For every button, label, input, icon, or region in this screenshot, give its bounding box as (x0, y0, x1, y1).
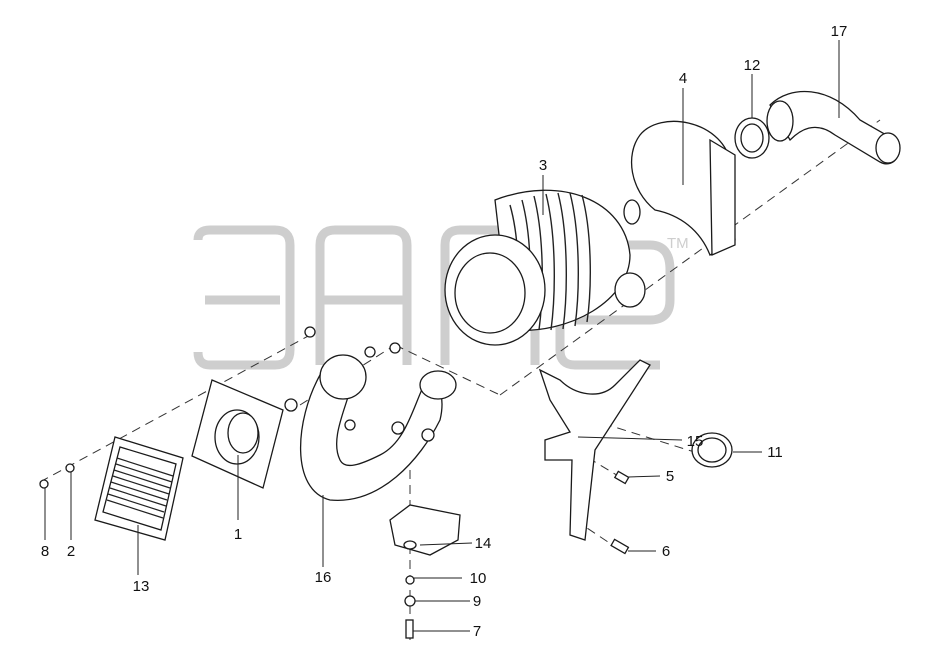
callout-7: 7 (473, 623, 481, 640)
callout-10: 10 (470, 570, 487, 587)
leader-lines (44, 40, 840, 632)
callout-1: 1 (234, 526, 242, 543)
callout-labels: 1 2 3 4 5 6 7 8 9 10 11 12 13 14 15 16 1… (41, 23, 848, 640)
fasteners (39, 326, 630, 639)
part-1-flange-plate (191, 379, 284, 489)
part-16-hose (299, 354, 457, 501)
part-17-elbow-pipe (766, 90, 901, 165)
callout-17: 17 (831, 23, 848, 40)
part-3-air-filter (444, 189, 646, 346)
callout-12: 12 (744, 57, 761, 74)
watermark-tm: TM (667, 235, 689, 252)
callout-16: 16 (315, 569, 332, 586)
callout-13: 13 (133, 578, 150, 595)
part-15-bracket (538, 359, 651, 541)
callout-11: 11 (767, 444, 783, 461)
part-13-grille (94, 436, 184, 541)
callout-5: 5 (666, 468, 674, 485)
part-4-mounting-strap (630, 120, 736, 256)
callout-14: 14 (475, 535, 492, 552)
assembly-axes (39, 119, 881, 640)
callout-15: 15 (687, 433, 704, 450)
callout-2: 2 (67, 543, 75, 560)
callout-4: 4 (679, 70, 687, 87)
callout-3: 3 (539, 157, 547, 174)
part-14-mount-bracket (389, 504, 461, 556)
callout-9: 9 (473, 593, 481, 610)
part-12-hose-clamp (734, 117, 770, 159)
callout-6: 6 (662, 543, 670, 560)
part-11-hose-clamp (691, 432, 733, 468)
callout-8: 8 (41, 543, 49, 560)
